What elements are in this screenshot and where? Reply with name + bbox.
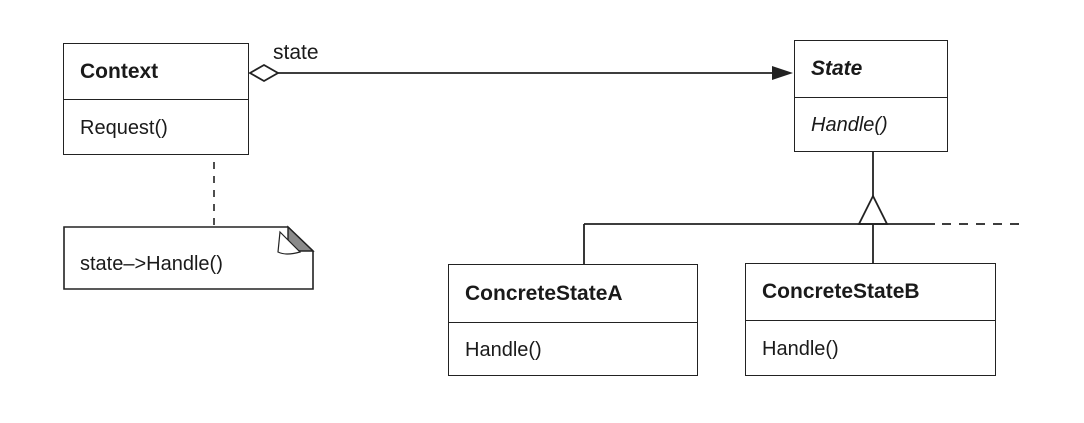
class-concrete-state-b-operation: Handle() <box>762 337 839 360</box>
class-context-name-text: Context <box>80 59 159 83</box>
class-state[interactable]: State Handle() <box>794 40 948 152</box>
class-concrete-state-b-operations: Handle() <box>746 321 995 377</box>
class-concrete-state-a-name: ConcreteStateA <box>449 265 697 323</box>
class-context[interactable]: Context Request() <box>63 43 249 155</box>
class-context-name: Context <box>64 44 248 100</box>
note-fold-curl <box>277 230 302 255</box>
class-context-operation: Request() <box>80 116 168 139</box>
class-concrete-state-a-operations: Handle() <box>449 323 697 377</box>
class-context-operations: Request() <box>64 100 248 156</box>
class-state-operation: Handle() <box>811 114 888 136</box>
note-text: state–>Handle() <box>80 253 223 275</box>
inheritance-triangle <box>857 193 889 225</box>
class-state-operations: Handle() <box>795 98 947 153</box>
class-concrete-state-a[interactable]: ConcreteStateA Handle() <box>448 264 698 376</box>
class-concrete-state-b-name: ConcreteStateB <box>746 264 995 321</box>
class-concrete-state-a-operation: Handle() <box>465 338 542 361</box>
class-concrete-state-a-name-text: ConcreteStateA <box>465 281 623 305</box>
class-concrete-state-b[interactable]: ConcreteStateB Handle() <box>745 263 996 376</box>
association-role-label: state <box>273 41 319 64</box>
aggregation-diamond <box>248 63 280 83</box>
note-fold-corner <box>287 225 315 252</box>
class-state-name: State <box>795 41 947 98</box>
association-arrowhead <box>772 66 793 80</box>
class-state-name-text: State <box>811 57 863 80</box>
class-concrete-state-b-name-text: ConcreteStateB <box>762 280 920 303</box>
note-box <box>63 226 314 290</box>
